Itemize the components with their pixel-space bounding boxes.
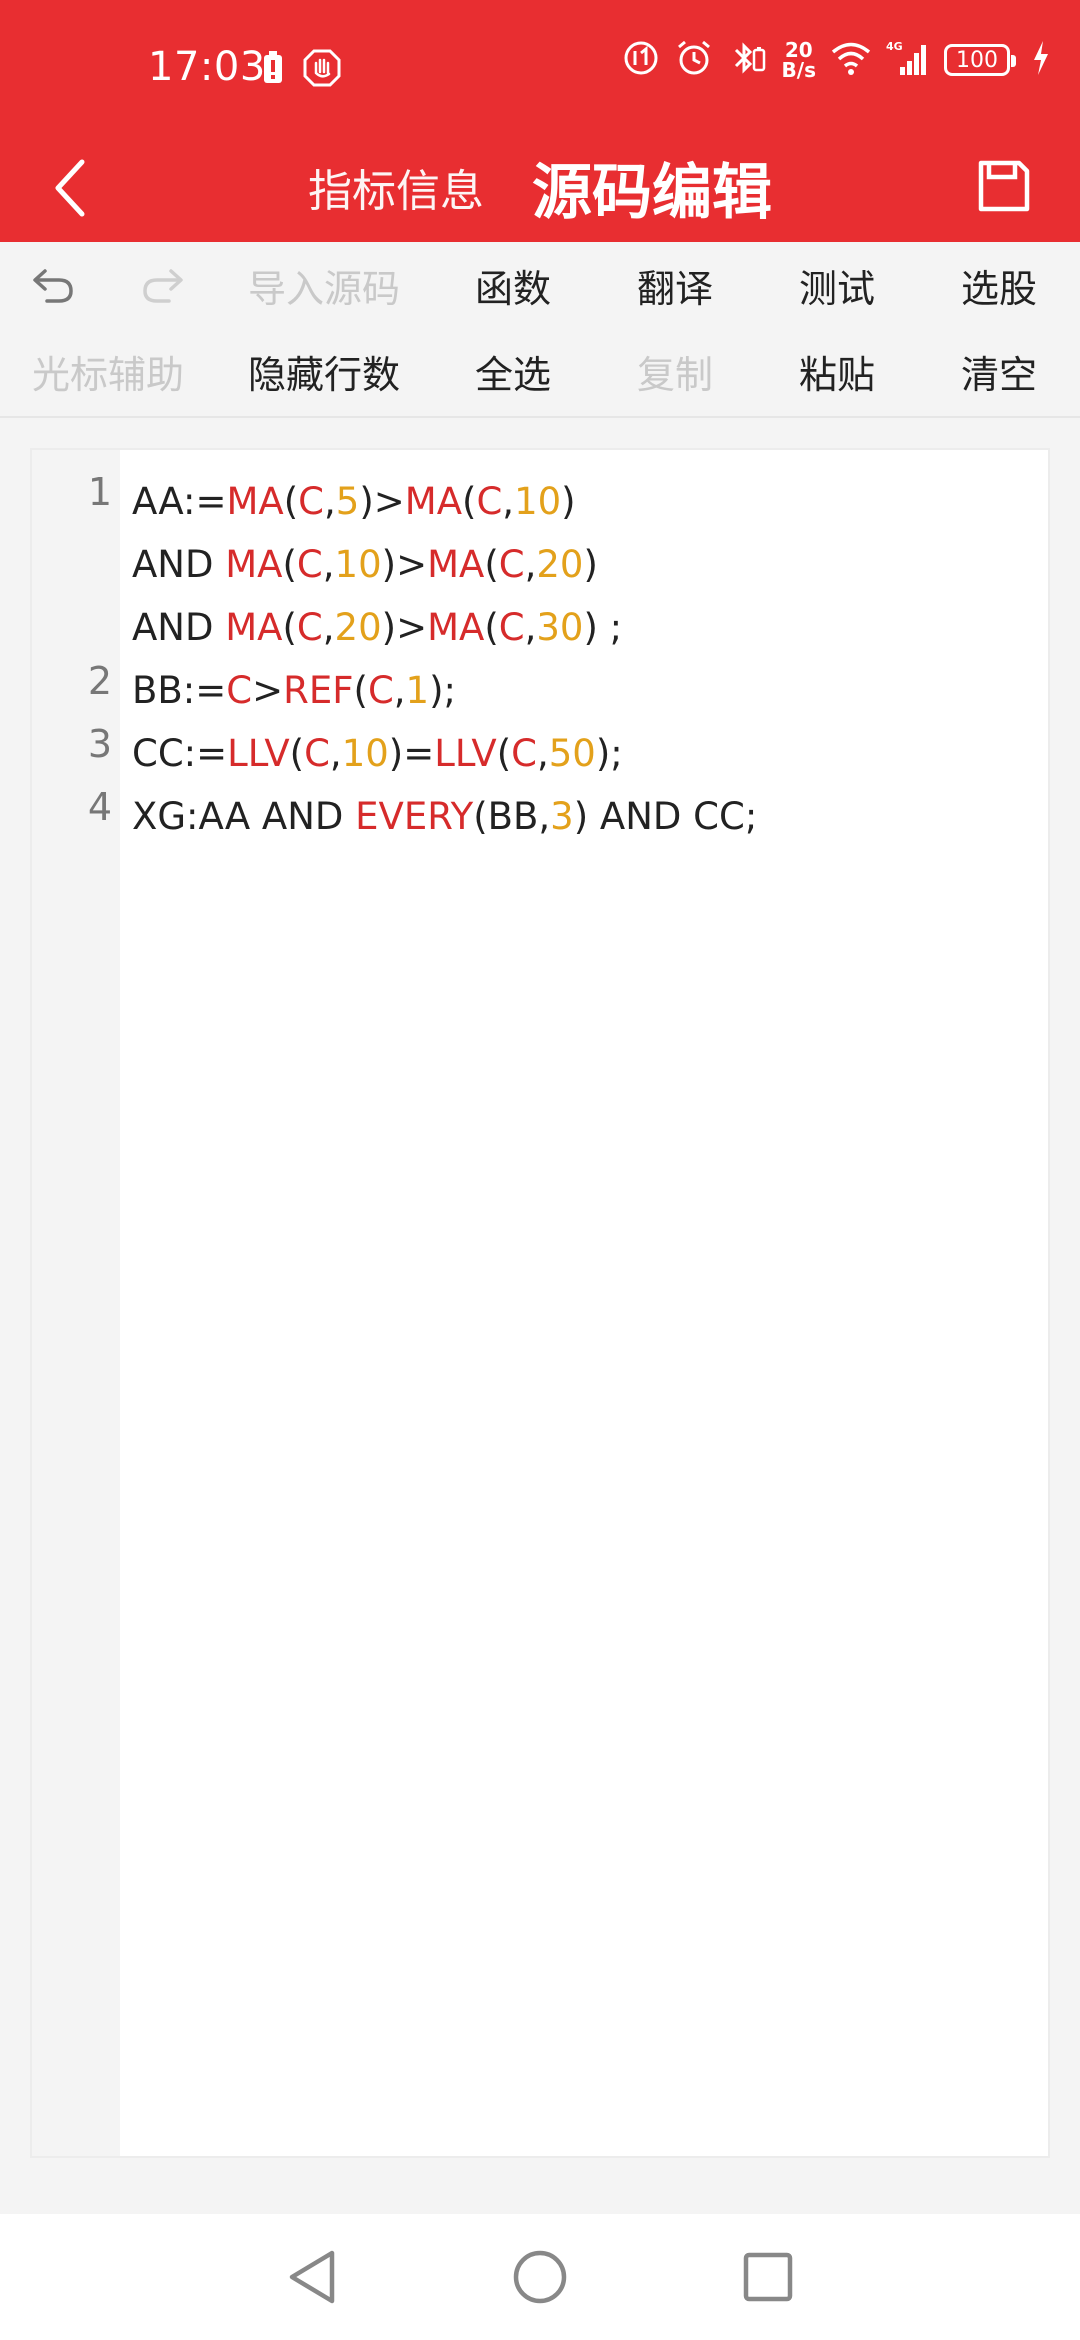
svg-text:4G: 4G: [886, 40, 903, 53]
code-line[interactable]: 3 CC:=LLV(C,10)=LLV(C,50);: [88, 722, 1032, 785]
import-source-button[interactable]: 导入源码: [247, 266, 400, 311]
select-all-button[interactable]: 全选: [474, 352, 551, 397]
bluetooth-icon: [728, 38, 768, 82]
navigation-bar: [0, 2214, 1080, 2340]
cursor-assist-button[interactable]: 光标辅助: [31, 352, 184, 397]
tab-indicator-info[interactable]: 指标信息: [308, 166, 484, 217]
back-button[interactable]: [30, 148, 110, 228]
tab-source-editor[interactable]: 源码编辑: [532, 157, 772, 228]
status-time: 17:03: [148, 44, 266, 90]
clear-button[interactable]: 清空: [960, 352, 1037, 397]
chevron-left-icon: [55, 159, 85, 217]
line-number-gutter: [32, 450, 120, 2156]
nav-home-button[interactable]: [504, 2241, 576, 2313]
functions-button[interactable]: 函数: [474, 266, 551, 311]
undo-button[interactable]: [0, 242, 108, 328]
toolbar: 导入源码 函数 翻译 测试 选股 光标辅助 隐藏行数 全选 复制 粘贴 清空: [0, 242, 1080, 418]
network-speed: 20 B/s: [782, 40, 816, 80]
network-speed-unit: B/s: [781, 58, 816, 82]
status-bar: 17:03 20: [0, 0, 1080, 132]
battery-alert-icon: [262, 51, 284, 89]
code-line[interactable]: 2 BB:=C>REF(C,1);: [88, 659, 1032, 722]
code-line[interactable]: 4 XG:AA AND EVERY(BB,3) AND CC;: [88, 785, 1032, 848]
charging-icon: [1032, 41, 1050, 79]
line-text: XG:AA AND EVERY(BB,3) AND CC;: [132, 795, 758, 838]
test-button[interactable]: 测试: [798, 266, 875, 311]
code-line[interactable]: 1 AA:=MA(C,5)>MA(C,10) AND MA(C,10)>MA(C,…: [88, 470, 1032, 659]
code-editor[interactable]: 1 AA:=MA(C,5)>MA(C,10) AND MA(C,10)>MA(C,…: [30, 448, 1050, 2158]
toolbar-row-1: 导入源码 函数 翻译 测试 选股: [0, 242, 1080, 328]
translate-button[interactable]: 翻译: [636, 266, 713, 311]
triangle-back-icon: [289, 2250, 335, 2304]
code-area[interactable]: 1 AA:=MA(C,5)>MA(C,10) AND MA(C,10)>MA(C,…: [88, 470, 1032, 848]
network-speed-value: 20: [784, 38, 813, 62]
paste-button[interactable]: 粘贴: [798, 352, 875, 397]
redo-icon: [143, 269, 183, 303]
nav-recent-button[interactable]: [732, 2241, 804, 2313]
title-tabs: 指标信息 源码编辑: [0, 132, 1080, 242]
toolbar-row-2: 光标辅助 隐藏行数 全选 复制 粘贴 清空: [0, 328, 1080, 414]
nav-back-button[interactable]: [276, 2241, 348, 2313]
alarm-icon: [674, 38, 714, 82]
circle-home-icon: [513, 2250, 567, 2304]
wifi-icon: [830, 40, 872, 80]
square-recent-icon: [743, 2252, 793, 2302]
redo-button[interactable]: [108, 242, 216, 328]
line-number: 3: [87, 722, 112, 766]
data-icon: [622, 39, 660, 81]
save-button[interactable]: [964, 146, 1044, 226]
hide-line-numbers-button[interactable]: 隐藏行数: [247, 352, 400, 397]
stock-select-button[interactable]: 选股: [960, 266, 1037, 311]
copy-button[interactable]: 复制: [636, 352, 713, 397]
status-right-icons: 20 B/s 4G 100: [622, 38, 1050, 82]
line-text: CC:=LLV(C,10)=LLV(C,50);: [132, 732, 623, 775]
battery-level: 100: [944, 44, 1016, 76]
save-icon: [978, 160, 1030, 212]
line-text: BB:=C>REF(C,1);: [132, 669, 456, 712]
header: 17:03 20: [0, 0, 1080, 242]
line-number: 1: [87, 470, 112, 514]
title-bar: 指标信息 源码编辑: [0, 132, 1080, 242]
hand-icon: [302, 48, 342, 92]
line-text: AA:=MA(C,5)>MA(C,10) AND MA(C,10)>MA(C,2…: [132, 480, 623, 649]
status-left-icons: [262, 48, 342, 92]
line-number: 2: [87, 659, 112, 703]
signal-4g-icon: 4G: [886, 39, 930, 81]
undo-icon: [33, 269, 73, 303]
line-number: 4: [87, 785, 112, 829]
